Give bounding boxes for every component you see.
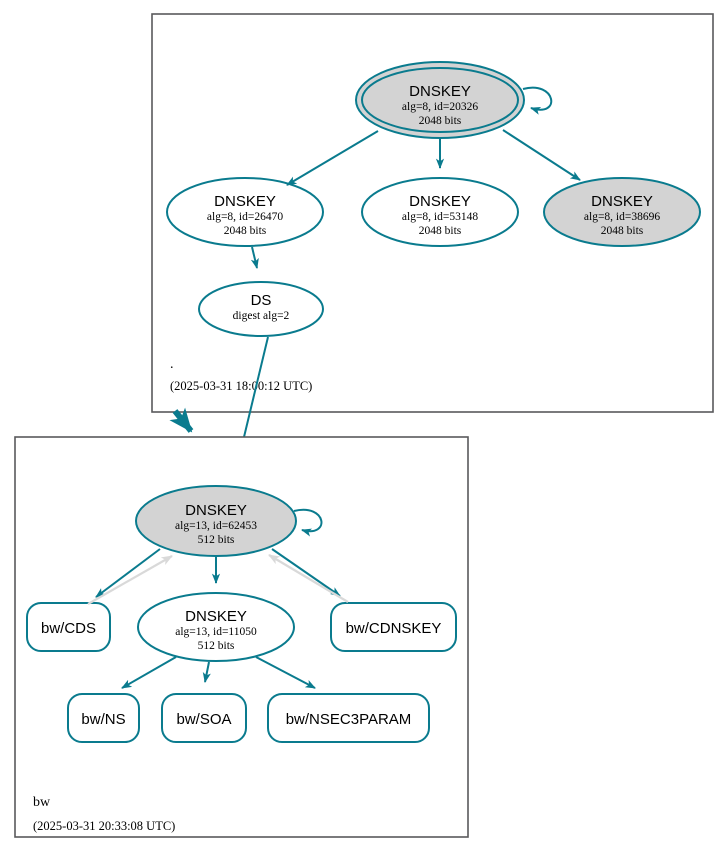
edge-sign-bw-ksk-to-cds (95, 548, 161, 598)
node-title: DNSKEY (409, 83, 471, 100)
edge-self-sign-root-ksk (522, 86, 553, 115)
node-inner-ring (361, 67, 519, 133)
node-root-zsk-53148[interactable]: DNSKEY alg=8, id=53148 2048 bits (361, 177, 519, 247)
rrset-bw-soa[interactable]: bw/SOA (161, 693, 247, 743)
node-title: DS (251, 292, 272, 309)
rrset-bw-cds[interactable]: bw/CDS (26, 602, 111, 652)
node-root-zsk-26470[interactable]: DNSKEY alg=8, id=26470 2048 bits (166, 177, 324, 247)
rrset-box (161, 693, 247, 743)
node-params: alg=13, id=11050 (175, 626, 257, 638)
node-bw-zsk-11050[interactable]: DNSKEY alg=13, id=11050 512 bits (137, 592, 295, 662)
rrset-box (330, 602, 457, 652)
node-root-ksk-20326[interactable]: DNSKEY alg=8, id=20326 2048 bits (355, 61, 525, 139)
node-params: alg=8, id=53148 (402, 211, 478, 223)
rrset-label: bw/NS (81, 711, 125, 728)
rrset-label: bw/CDS (41, 620, 96, 637)
zone-label-root: . (170, 357, 174, 372)
rrset-box (267, 693, 430, 743)
rrset-box (26, 602, 111, 652)
zone-root: DNSKEY alg=8, id=20326 2048 bits DNSKEY … (151, 13, 714, 413)
node-ring (166, 177, 324, 247)
node-ring (137, 592, 295, 662)
edge-sign-zsk-to-ds (250, 246, 259, 269)
node-keysize: 512 bits (198, 534, 235, 546)
rrset-bw-nsec3param[interactable]: bw/NSEC3PARAM (267, 693, 430, 743)
rrset-bw-ns[interactable]: bw/NS (67, 693, 140, 743)
node-keysize: 512 bits (198, 640, 235, 652)
rrset-label: bw/SOA (176, 711, 231, 728)
edge-sign-bw-zsk-to-soa (202, 661, 211, 683)
node-keysize: 2048 bits (224, 225, 267, 237)
zone-bw: DNSKEY alg=13, id=62453 512 bits DNSKEY … (14, 436, 469, 838)
zone-timestamp-root: (2025-03-31 18:00:12 UTC) (170, 379, 312, 393)
node-params: alg=8, id=38696 (584, 211, 660, 223)
node-title: DNSKEY (185, 502, 247, 519)
zone-timestamp-bw: (2025-03-31 20:33:08 UTC) (33, 819, 175, 833)
node-title: DNSKEY (409, 193, 471, 210)
rrset-label: bw/NSEC3PARAM (286, 711, 412, 728)
node-ring (135, 485, 297, 557)
node-root-zsk-38696[interactable]: DNSKEY alg=8, id=38696 2048 bits (543, 177, 701, 247)
node-params: alg=13, id=62453 (175, 520, 257, 532)
node-ring (361, 177, 519, 247)
rrset-box (67, 693, 140, 743)
edge-ref-cds-to-bw-ksk (87, 555, 173, 605)
node-title: DNSKEY (591, 193, 653, 210)
rrset-label: bw/CDNSKEY (346, 620, 442, 637)
node-params: digest alg=2 (233, 310, 290, 322)
edge-ref-cdnskey-to-bw-ksk (268, 554, 349, 603)
edge-sign-ksk-to-zsk-26470 (286, 130, 379, 186)
node-title: DNSKEY (214, 193, 276, 210)
node-keysize: 2048 bits (419, 115, 462, 127)
zone-label-bw: bw (33, 795, 51, 810)
edge-sign-bw-ksk-to-cdnskey (271, 548, 341, 597)
edge-sign-bw-zsk-to-ns (121, 656, 177, 689)
edge-self-sign-bw-ksk (293, 508, 323, 537)
node-title: DNSKEY (185, 608, 247, 625)
edge-sign-ksk-to-zsk-38696 (502, 129, 581, 181)
node-bw-ksk-62453[interactable]: DNSKEY alg=13, id=62453 512 bits (135, 485, 297, 557)
node-root-ds[interactable]: DS digest alg=2 (198, 281, 324, 337)
node-keysize: 2048 bits (601, 225, 644, 237)
node-params: alg=8, id=26470 (207, 211, 283, 223)
node-params: alg=8, id=20326 (402, 101, 478, 113)
node-keysize: 2048 bits (419, 225, 462, 237)
edge-sign-bw-zsk-to-nsec3param (255, 656, 316, 689)
node-ring (198, 281, 324, 337)
edge-zone-delegation-root-to-bw (169, 407, 194, 433)
rrset-bw-cdnskey[interactable]: bw/CDNSKEY (330, 602, 457, 652)
node-ring (543, 177, 701, 247)
